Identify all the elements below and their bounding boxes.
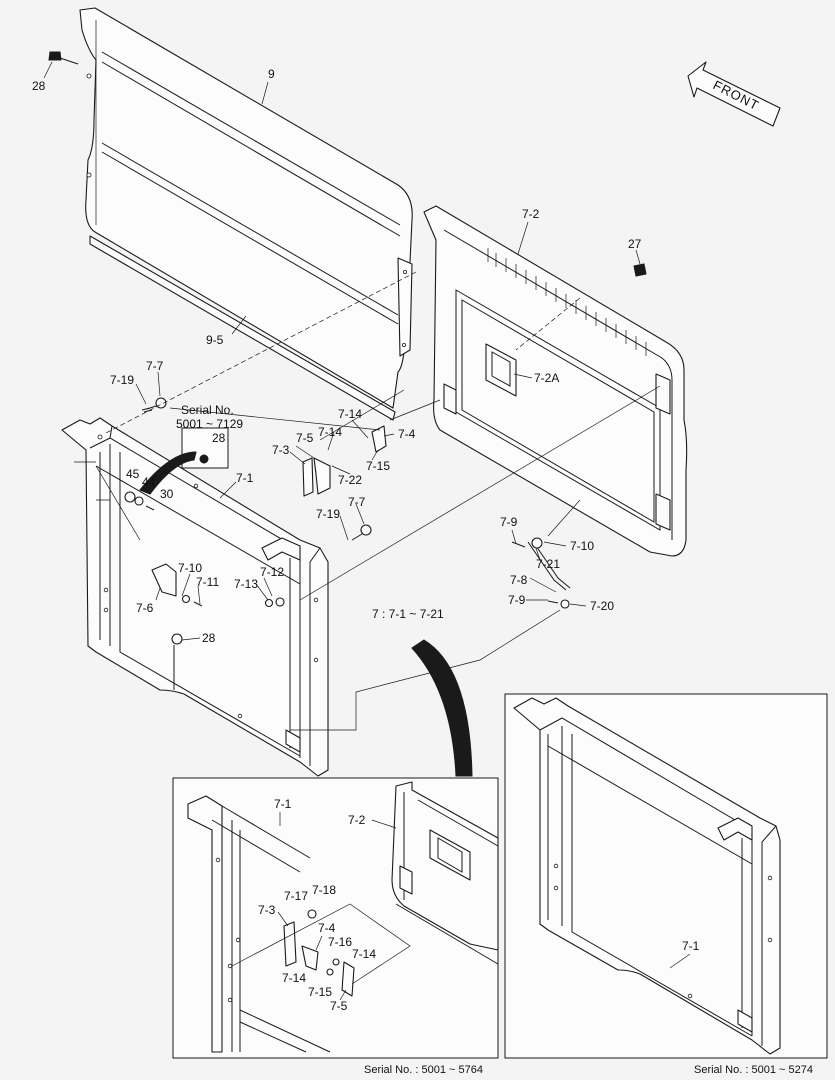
callout-7-19-b: 7-19 — [316, 507, 340, 521]
serial-box-part: 28 — [212, 431, 226, 445]
callout-7-22: 7-22 — [338, 473, 362, 487]
inset-left-callout-7-5: 7-5 — [330, 999, 348, 1013]
callout-7-14-b: 7-14 — [318, 425, 342, 439]
callout-7-15-a: 7-15 — [366, 459, 390, 473]
bolt-45-44-30 — [124, 491, 155, 511]
assembly-note: 7 : 7-1 ~ 7-21 — [372, 607, 444, 621]
washer-7-12 — [275, 597, 285, 607]
bolt-7-7-a — [146, 397, 167, 410]
bracket-7-4 — [371, 425, 387, 453]
callout-labels: 28 9 9-5 7-2 27 7-2A 7-7 7-19 7-14 7-4 7… — [32, 67, 642, 645]
inset-left-callout-7-14a: 7-14 — [352, 947, 376, 961]
inset-left-callout-7-17: 7-17 — [284, 889, 308, 903]
callout-7-10-a: 7-10 — [178, 561, 202, 575]
inset-right-callout-7-1: 7-1 — [682, 939, 700, 953]
callout-7-7-a: 7-7 — [146, 359, 164, 373]
callout-7-3-a: 7-3 — [272, 443, 290, 457]
callout-7-2A: 7-2A — [534, 371, 559, 385]
inset-left-callout-7-2: 7-2 — [348, 813, 366, 827]
callout-7-5-a: 7-5 — [296, 431, 314, 445]
bracket-7-6 — [151, 563, 177, 597]
front-direction-arrow: FRONT — [687, 61, 781, 127]
bolt-7-19-a — [141, 407, 153, 413]
callout-7-13: 7-13 — [234, 577, 258, 591]
callout-30: 30 — [160, 487, 174, 501]
callout-7-11: 7-11 — [196, 575, 219, 589]
nut-7-13 — [264, 598, 274, 608]
callout-7-2: 7-2 — [522, 207, 540, 221]
callout-7-1-main: 7-1 — [236, 471, 254, 485]
inset-right: 7-1 — [504, 693, 828, 1059]
inset-left-callout-7-4: 7-4 — [318, 921, 336, 935]
callout-7-9-a: 7-9 — [500, 515, 518, 529]
bracket-7-3 — [302, 457, 314, 497]
callout-7-7-b: 7-7 — [348, 495, 366, 509]
callout-7-21: 7-21 — [536, 557, 560, 571]
callout-27: 27 — [628, 237, 642, 251]
inset-left-callout-7-1: 7-1 — [274, 797, 292, 811]
callout-28-top: 28 — [32, 79, 46, 93]
bolt-28-mid — [171, 633, 183, 690]
callout-44: 44 — [142, 475, 156, 489]
fuel-line-7-8 — [511, 537, 571, 609]
inset-left: 7-1 7-2 7-17 7-18 7-3 7-4 7-16 7-14 7-14… — [172, 777, 499, 1059]
inset-left-callout-7-18: 7-18 — [312, 883, 336, 897]
callout-9-5: 9-5 — [206, 333, 224, 347]
side-panel-7-2 — [423, 205, 688, 557]
callout-7-19-a: 7-19 — [110, 373, 134, 387]
frame-7-1 — [61, 417, 329, 777]
callout-7-4-a: 7-4 — [398, 427, 416, 441]
alignment-lines — [74, 271, 661, 601]
inset-left-callout-7-15: 7-15 — [308, 985, 332, 999]
bolt-7-7-b — [351, 524, 372, 541]
serial-caption-right: Serial No. : 5001 ~ 5274 — [694, 1064, 813, 1076]
detail-pointer — [290, 609, 561, 777]
callout-7-6: 7-6 — [136, 601, 154, 615]
serial-caption-left: Serial No. : 5001 ~ 5764 — [364, 1064, 483, 1076]
callout-7-20: 7-20 — [590, 599, 614, 613]
callout-9: 9 — [268, 67, 275, 81]
callout-7-12: 7-12 — [260, 565, 284, 579]
bolt-7-11 — [193, 601, 203, 607]
washer-7-10-a — [181, 594, 191, 604]
callout-7-9-b: 7-9 — [508, 593, 526, 607]
callout-7-14-a: 7-14 — [338, 407, 362, 421]
leader-lines — [43, 61, 641, 641]
inset-left-callout-7-14b: 7-14 — [282, 971, 306, 985]
serial-box-range: 5001 ~ 7129 — [176, 417, 243, 431]
cover-panel-9 — [79, 7, 413, 421]
inset-left-callout-7-3: 7-3 — [258, 903, 276, 917]
inset-left-callout-7-16: 7-16 — [328, 935, 352, 949]
callout-45: 45 — [126, 467, 140, 481]
bracket-7-5 — [313, 457, 331, 495]
callout-7-8: 7-8 — [510, 573, 528, 587]
callout-28-mid: 28 — [202, 631, 216, 645]
callout-7-10-b: 7-10 — [570, 539, 594, 553]
bolt-27 — [633, 263, 647, 277]
bolt-28-top — [48, 51, 79, 65]
